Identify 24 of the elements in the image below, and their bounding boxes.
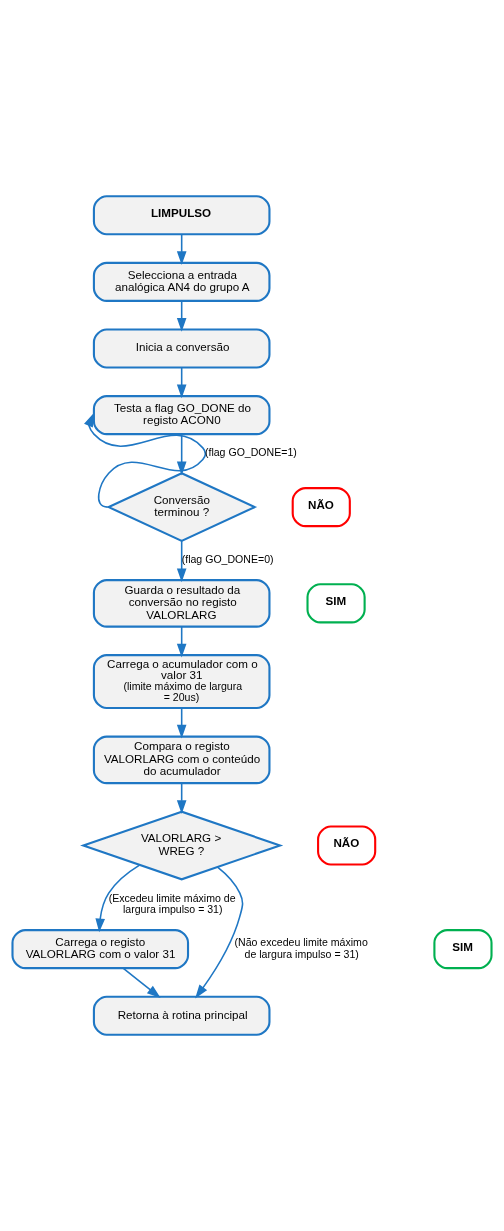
arrow [176, 540, 187, 583]
node-box: SIM [306, 583, 366, 624]
node-box: Carrega o acumulador com o valor 31 (limite máximo de largura = 20us) [92, 654, 271, 710]
arrow [95, 864, 141, 933]
node-box: Testa a flag GO_DONE do registo ACON0 [92, 395, 271, 436]
arrow [195, 866, 244, 999]
node-box: NÃO [317, 825, 377, 866]
edge-label: (flag GO_DONE=1) [204, 446, 297, 459]
edge-label: (Não excedeu limite máximo de largura impulso = 31) [234, 935, 368, 960]
node-box: Selecciona a entrada analógica AN4 do grupo A [92, 261, 271, 302]
node-diamond: Conversão terminou ? [106, 472, 258, 543]
node-box: LIMPULSO [92, 195, 271, 236]
node-box: Compara o registo VALORLARG com o conteúdo do acumulador [92, 735, 271, 785]
arrow [122, 967, 161, 999]
node-box: NÃO [291, 487, 351, 528]
node-box: Carrega o registo VALORLARG com o valor 31 [11, 929, 190, 970]
edge-label: (Excedeu limite máximo de largura impulso = 31) [108, 891, 236, 916]
edge-label: (flag GO_DONE=0) [181, 553, 274, 566]
node-box: Guarda o resultado da conversão no registo VALORLARG [92, 579, 271, 628]
node-box: Inicia a conversão [92, 328, 271, 369]
node-box: SIM [433, 929, 493, 970]
arrow [84, 412, 207, 508]
node-box: Retorna à rotina principal [92, 995, 271, 1036]
node-diamond: VALORLARG > WREG ? [80, 810, 284, 881]
